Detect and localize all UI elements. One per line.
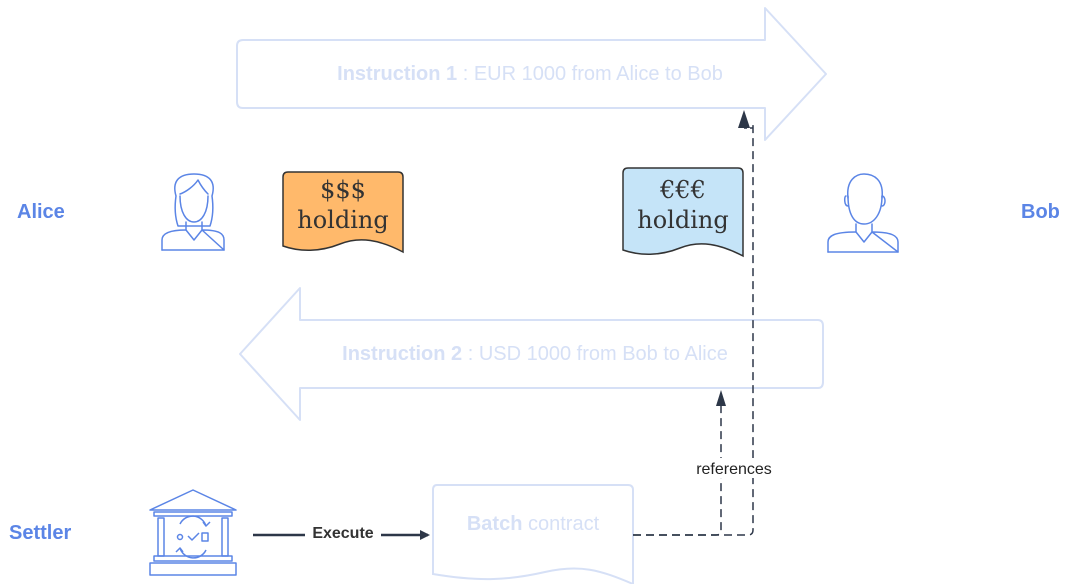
references-label: references (696, 461, 772, 478)
male-user-icon (827, 173, 899, 253)
alice-label: Alice (17, 201, 65, 223)
settler-label: Settler (9, 522, 71, 544)
instruction-1-arrow: Instruction 1 : EUR 1000 from Alice to B… (236, 7, 827, 141)
instruction-1-detail: : EUR 1000 from Alice to Bob (457, 63, 723, 85)
batch-contract: Batch contract (432, 484, 634, 584)
references-arrowhead-instruction-1 (738, 110, 750, 128)
female-user-icon (161, 173, 225, 251)
usd-holding: $$$ holding (282, 171, 404, 254)
instruction-2-label: Instruction 2 : USD 1000 from Bob to Ali… (342, 343, 728, 365)
instruction-1-label: Instruction 1 : EUR 1000 from Alice to B… (337, 63, 723, 85)
execute-edge: Execute (253, 522, 430, 542)
batch-contract-label: Batch contract (467, 513, 600, 535)
eur-holding-symbol: €€€ (659, 176, 706, 204)
bob-label: Bob (1021, 201, 1060, 223)
usd-holding-symbol: $$$ (320, 176, 366, 204)
instruction-2-detail: : USD 1000 from Bob to Alice (462, 343, 728, 365)
references-edges (633, 124, 754, 536)
eur-holding-label: holding (637, 206, 728, 234)
instruction-1-name: Instruction 1 (337, 63, 457, 85)
bank-icon (149, 489, 237, 576)
batch-contract-bold: Batch (467, 513, 523, 535)
batch-contract-rest: contract (522, 513, 599, 535)
eur-holding: €€€ holding (622, 167, 744, 258)
instruction-2-name: Instruction 2 (342, 343, 462, 365)
instruction-2-arrow: Instruction 2 : USD 1000 from Bob to Ali… (239, 287, 824, 421)
usd-holding-label: holding (297, 206, 388, 234)
references-arrowhead-instruction-2 (716, 390, 726, 406)
execute-label: Execute (312, 525, 373, 542)
